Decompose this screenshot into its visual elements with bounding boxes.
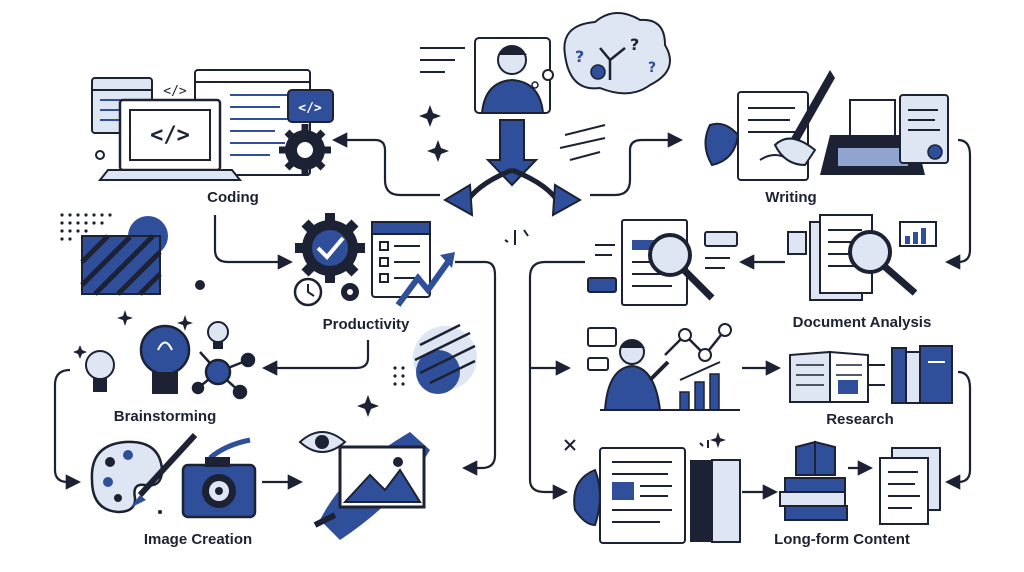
person-thinking-icon [474,37,551,114]
open-book-icon [789,345,953,404]
arrow-coding-to-productivity [213,215,294,270]
question-mark-glyph: ? [575,47,584,66]
documents-stack-icon [879,447,941,525]
picture-frame-icon [158,431,430,540]
camera-icon [181,457,257,519]
connectors [53,132,972,500]
magnifier-document-icon [587,219,738,306]
question-mark-glyph: ? [630,35,639,54]
arrow-brainstorm-to-image [53,368,82,490]
arrow-productivity-to-brainstorm [261,340,370,376]
decorative-hatched-circle [357,323,477,417]
decorative-pattern-icon [60,213,205,296]
book-stack-icon [779,440,848,521]
sparkle-icon [419,105,449,162]
label-image-creation: Image Creation [143,531,253,548]
speech-lines-left [420,47,465,73]
network-nodes-icon [191,351,256,400]
lightbulb-network-icon [73,310,256,400]
palette-camera-icon [90,431,430,540]
label-writing: Writing [765,189,817,206]
split-arrow-icon [443,119,582,217]
label-research: Research [826,411,894,428]
dash-lines-right [559,124,606,161]
lightbulb-icon [139,324,191,394]
arrow-to-coding [331,132,440,197]
thought-bubble-icon: ? ? ? [531,12,671,95]
magnifier-document-icon [787,214,937,301]
code-glyph: </> [298,101,322,116]
trend-arrow-icon [395,260,451,307]
label-long-form-content: Long-form Content [774,531,910,548]
typewriter-quill-icon [704,70,949,181]
arrow-writing-to-document [944,138,972,270]
arrow-productivity-down-right [455,260,497,476]
sparkle-icon [564,439,576,451]
paintbrush-icon [137,432,198,498]
arrow-research-to-longform [944,370,972,490]
arrow-to-writing [590,132,684,197]
lightbulb-icon [207,321,229,349]
fork-arrow-icon [599,47,626,80]
arrow-center-split [528,260,585,500]
code-glyph: </> [163,84,187,99]
spark-marks [504,229,529,245]
large-gear-icon [295,213,365,283]
sparkle-icon [73,310,193,359]
person-chart-icon [587,323,740,411]
question-mark-glyph: ? [648,60,656,76]
gear-checklist-icon [293,213,455,307]
label-brainstorming: Brainstorming [113,408,217,425]
code-laptop-icon: </> </> </> [91,69,334,181]
center-hub: ? ? ? [419,12,671,245]
small-gear-icon [590,64,606,80]
lightbulb-icon [85,350,115,392]
gear-icon [279,124,331,176]
label-document-analysis: Document Analysis [792,314,932,331]
label-productivity: Productivity [322,316,410,333]
code-glyph: </> [150,123,190,148]
scroll-books-icon [564,432,941,544]
label-coding: Coding [207,189,259,206]
